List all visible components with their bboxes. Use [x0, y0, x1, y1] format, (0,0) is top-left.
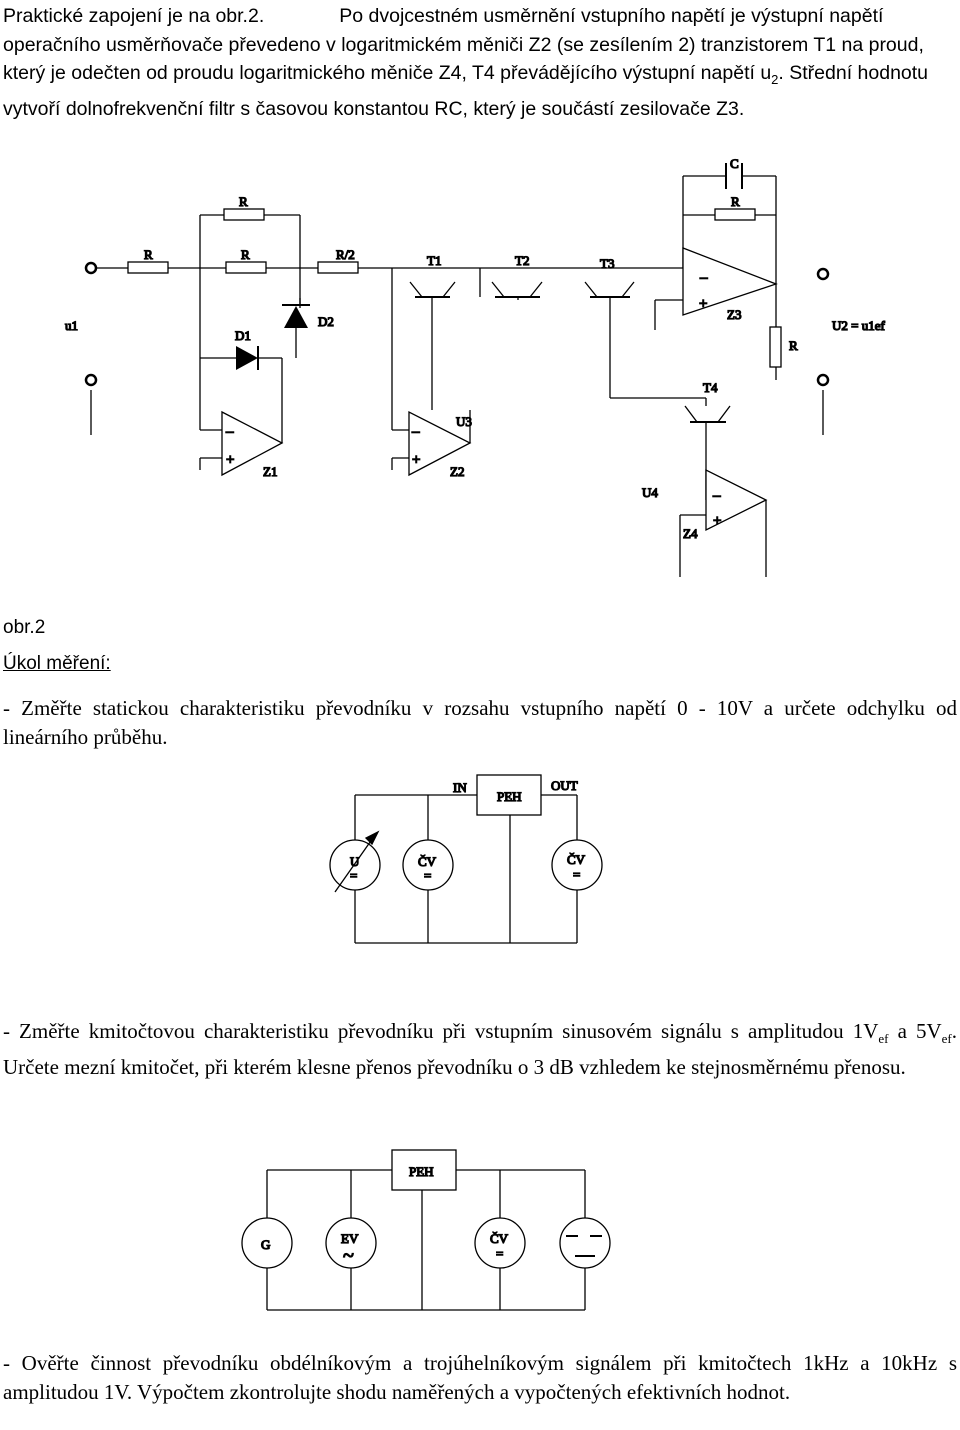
task-3: - Ověřte činnost převodníku obdélníkovým… — [3, 1351, 957, 1404]
label-C: C — [730, 156, 739, 171]
label-U-eq: = — [350, 868, 357, 883]
intro-lead: Praktické zapojení je na obr.2. — [3, 5, 265, 27]
label-R-out: R — [789, 338, 798, 353]
label-OUT: OUT — [551, 778, 578, 793]
intro-rest: . Střední hodnotu vytvoří dolnofrekvenčn… — [3, 62, 929, 120]
label-R-half: R/2 — [336, 247, 355, 262]
z4-plus: + — [713, 513, 721, 529]
intro-text: Po dvojcestném usměrnění vstupního napět… — [3, 5, 924, 85]
label-CV3-eq: = — [496, 1246, 503, 1261]
label-R2: R — [241, 247, 250, 262]
label-T1: T1 — [427, 253, 441, 268]
label-CV2-eq: = — [573, 867, 580, 882]
label-D2: D2 — [318, 314, 334, 329]
label-U: U — [350, 854, 360, 869]
label-R-z3: R — [731, 194, 740, 209]
task-2-b: a 5V — [888, 1019, 942, 1043]
label-R1: R — [144, 247, 153, 262]
label-U4: U4 — [642, 485, 658, 500]
z3-plus: + — [699, 296, 707, 312]
task-2-sub2: ef — [941, 1031, 952, 1047]
label-u1: u1 — [65, 318, 78, 333]
z2-plus: + — [412, 452, 420, 468]
figure-caption: obr.2 — [3, 617, 46, 638]
z4-minus: – — [712, 488, 721, 504]
label-Z1: Z1 — [263, 464, 277, 479]
measurement-diagram-frequency: PEH G EV ~ ČV = — [241, 1149, 611, 1311]
task-2: - Změřte kmitočtovou charakteristiku pře… — [3, 1017, 957, 1082]
task-2-a: - Změřte kmitočtovou charakteristiku pře… — [3, 1019, 879, 1043]
label-out: U2 = u1ef — [832, 318, 885, 333]
label-T2: T2 — [515, 253, 529, 268]
intro-sub: 2 — [771, 72, 779, 88]
label-U3: U3 — [456, 414, 472, 429]
label-Z2: Z2 — [450, 464, 464, 479]
label-CV3: ČV — [490, 1231, 509, 1246]
label-EV: EV — [341, 1231, 359, 1246]
label-CV1-eq: = — [424, 868, 431, 883]
z1-plus: + — [226, 452, 234, 468]
task-2-c: . Určete mezní kmitočet, při kterém kles… — [3, 1019, 957, 1080]
task-2-sub1: ef — [878, 1031, 889, 1047]
label-Z3: Z3 — [727, 307, 741, 322]
z2-minus: – — [411, 424, 420, 440]
z1-minus: – — [225, 424, 234, 440]
label-EV-tilde: ~ — [343, 1245, 354, 1267]
intro-paragraph: Praktické zapojení je na obr.2.Po dvojce… — [3, 2, 957, 123]
task-heading: Úkol měření: — [3, 653, 111, 674]
label-D1: D1 — [235, 328, 251, 343]
label-IN: IN — [453, 780, 467, 795]
label-PEH-2: PEH — [409, 1164, 434, 1179]
measurement-diagram-static: IN OUT PEH U = ČV = ČV = — [329, 774, 603, 944]
label-T3: T3 — [600, 256, 614, 271]
task-1: - Změřte statickou charakteristiku převo… — [3, 696, 957, 749]
label-T4: T4 — [703, 380, 718, 395]
label-CV1: ČV — [418, 854, 437, 869]
circuit-diagram-obr2: C R R R R R/2 T1 T2 T3 – + u1 D1 D2 Z3 R… — [64, 155, 886, 577]
label-Z4: Z4 — [683, 526, 698, 541]
label-R-top: R — [239, 194, 248, 209]
label-PEH: PEH — [497, 789, 522, 804]
z3-minus: – — [699, 270, 708, 286]
label-CV2: ČV — [567, 852, 586, 867]
label-G: G — [261, 1237, 270, 1252]
